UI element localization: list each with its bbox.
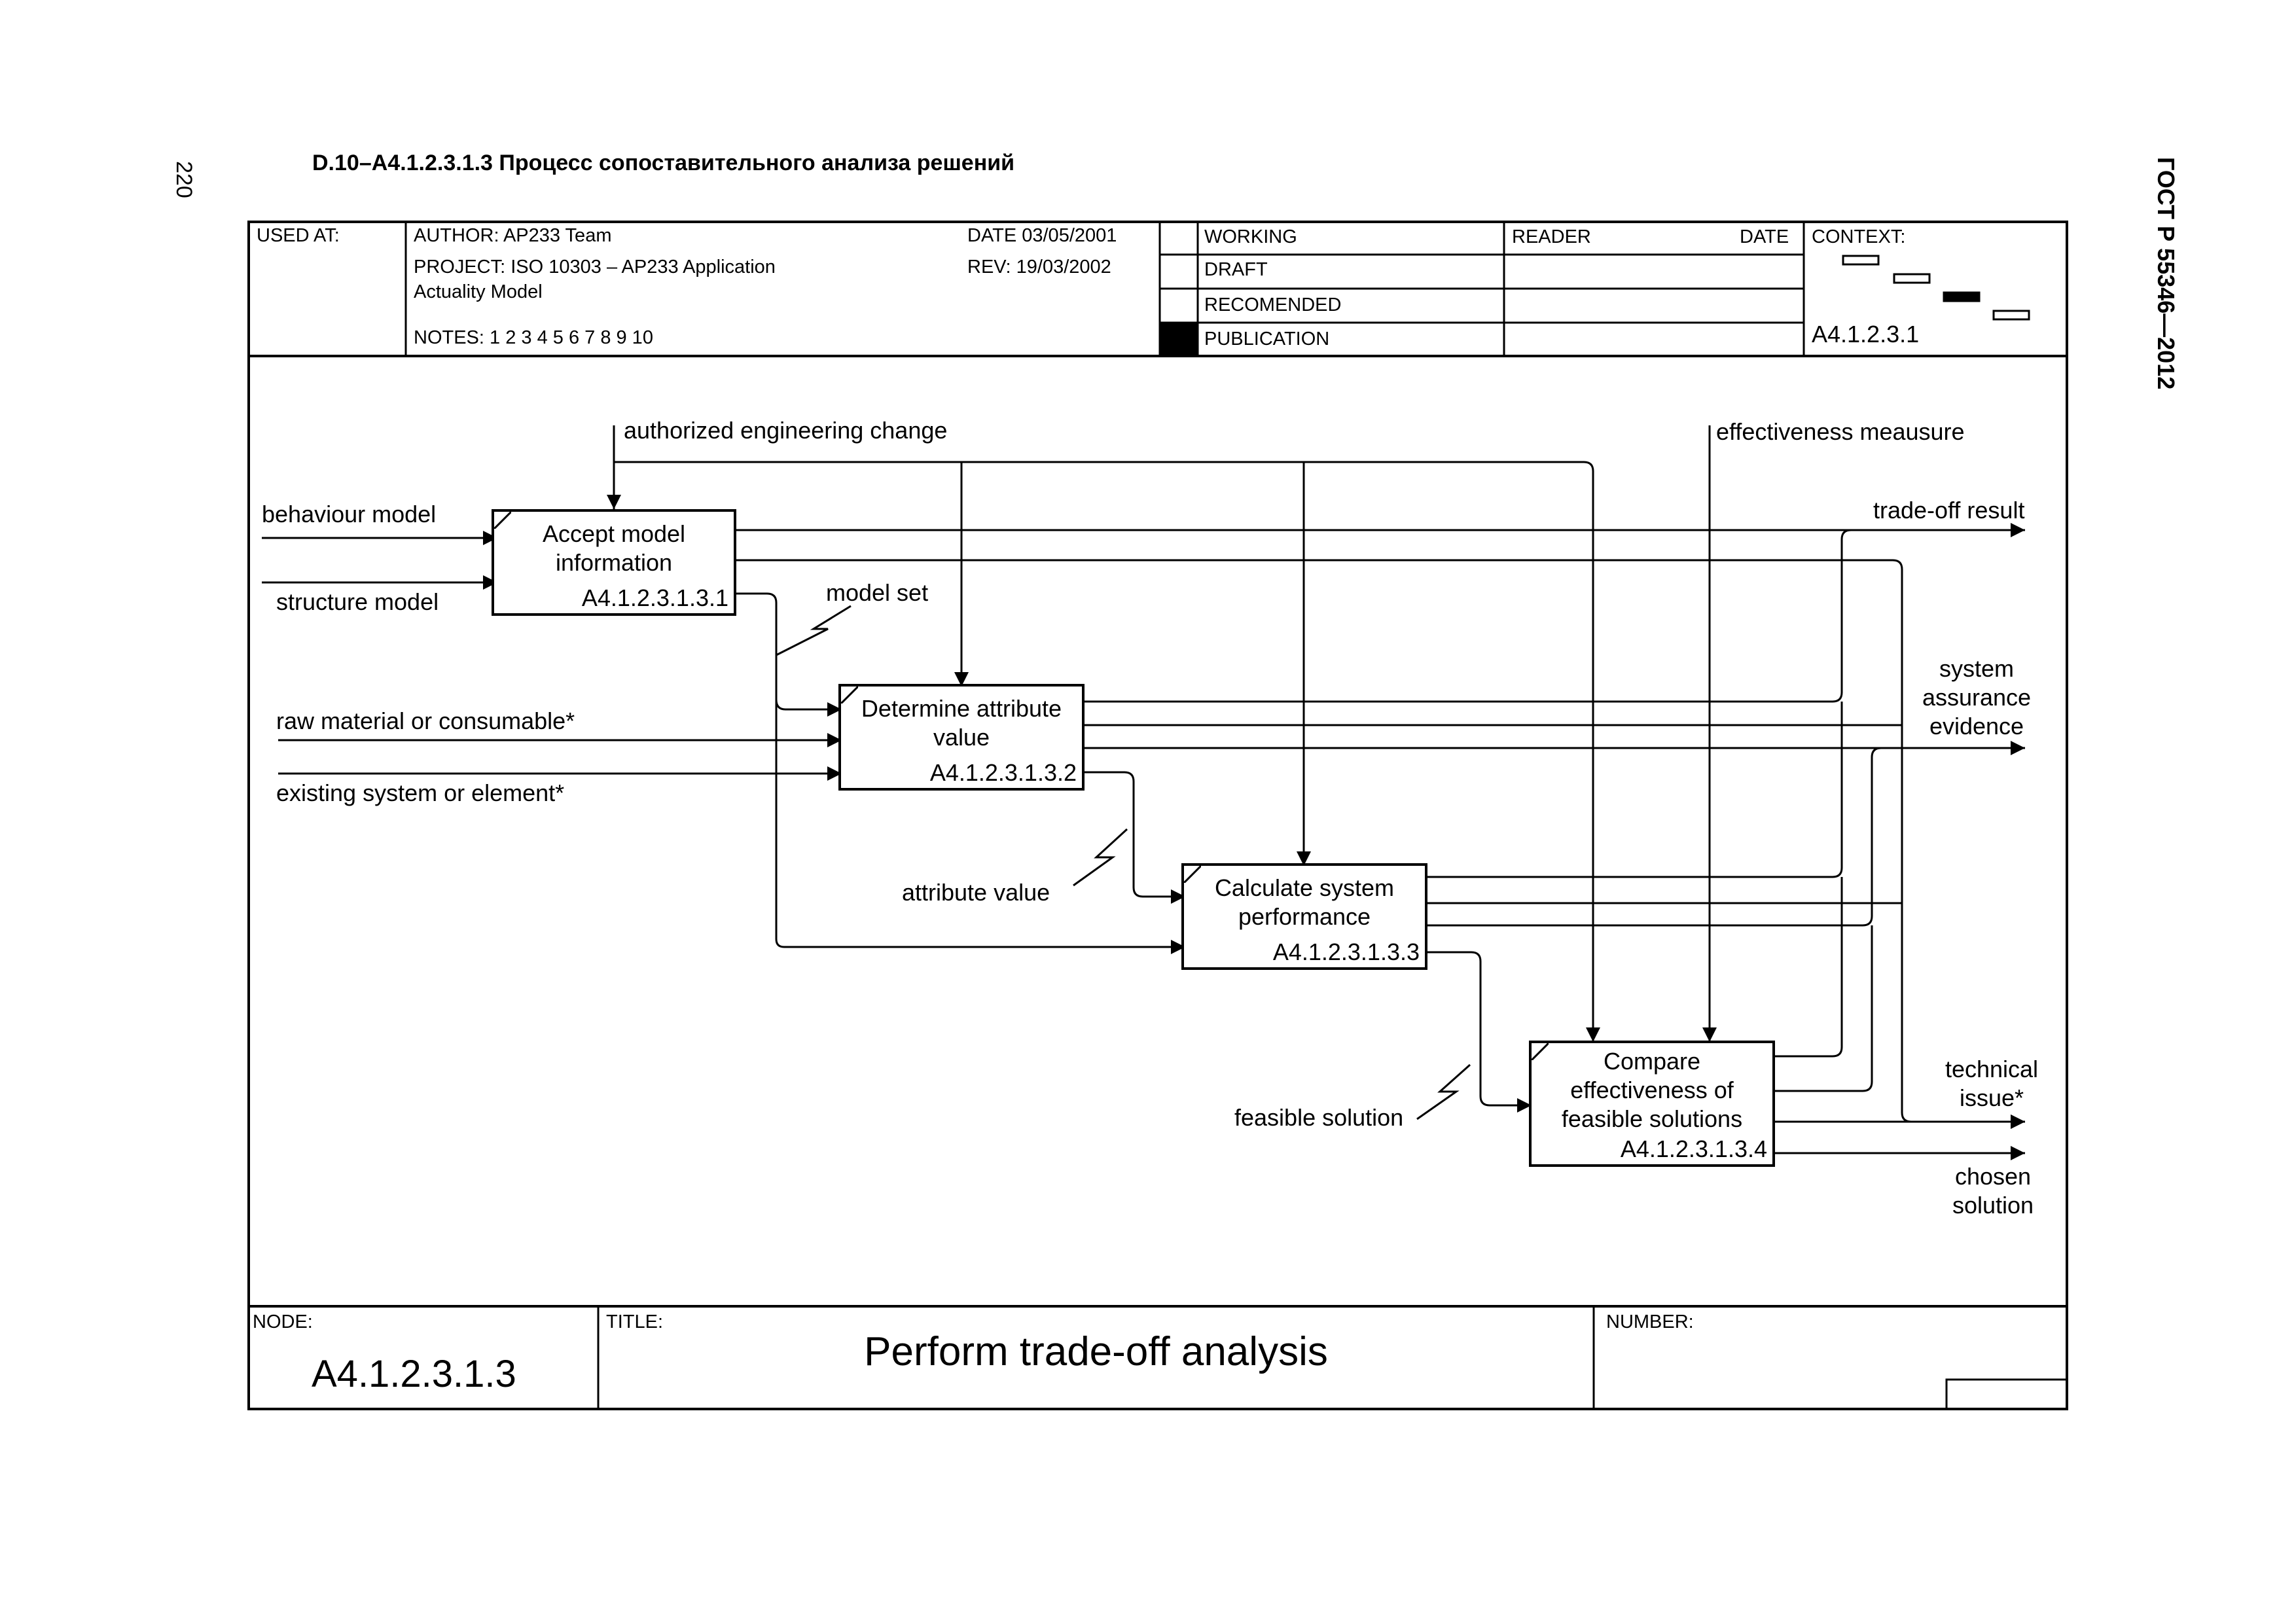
arrow-label-existing-system: existing system or element* (276, 779, 565, 806)
project-field: PROJECT: ISO 10303 – AP233 Application (414, 257, 776, 277)
page-heading: D.10–A4.1.2.3.1.3 Процесс сопоставительн… (312, 151, 1015, 175)
context-node: A4.1.2.3.1 (1812, 321, 1920, 348)
header-grid (247, 221, 2068, 1410)
connectors (262, 425, 2025, 1160)
node-value: A4.1.2.3.1.3 (312, 1353, 516, 1395)
activity-box-3: Calculate system performance A4.1.2.3.1.… (1181, 863, 1427, 970)
reader-date-label: DATE (1740, 226, 1789, 247)
activity-box-1: Accept model information A4.1.2.3.1.3.1 (492, 509, 736, 616)
reader-label: READER (1512, 226, 1591, 247)
status-working: WORKING (1204, 226, 1297, 247)
rev-field: REV: 19/03/2002 (967, 257, 1111, 277)
context-label: CONTEXT: (1812, 226, 1906, 247)
diagram-frame (247, 221, 2068, 1410)
arrow-label-system-assurance: system assurance evidence (1922, 655, 2032, 740)
activity-label: Compare effectiveness of feasible soluti… (1561, 1048, 1743, 1132)
date-field: DATE 03/05/2001 (967, 225, 1117, 246)
box-corner-mark (494, 512, 511, 529)
status-publication: PUBLICATION (1204, 329, 1330, 349)
activity-code: A4.1.2.3.1.3.1 (581, 584, 728, 611)
arrow-label-attribute-value: attribute value (902, 879, 1050, 906)
notes-field: NOTES: 1 2 3 4 5 6 7 8 9 10 (414, 327, 653, 348)
used-at-label: USED AT: (257, 225, 340, 246)
publication-marker (1160, 323, 1198, 356)
arrow-label-authorized-change: authorized engineering change (624, 417, 948, 444)
arrow-label-structure-model: structure model (276, 588, 439, 615)
box-corner-mark (1184, 866, 1201, 883)
activity-code: A4.1.2.3.1.3.3 (1272, 938, 1420, 965)
project-field-cont: Actuality Model (414, 281, 543, 302)
arrow-label-technical-issue: technical issue* (1945, 1056, 2039, 1111)
arrow-label-model-set: model set (826, 579, 929, 606)
activity-code: A4.1.2.3.1.3.4 (1620, 1135, 1767, 1162)
box-corner-mark (1532, 1043, 1549, 1060)
author-field: AUTHOR: AP233 Team (414, 225, 612, 246)
activity-code: A4.1.2.3.1.3.2 (929, 759, 1077, 786)
diagram-title: Perform trade-off analysis (864, 1329, 1328, 1374)
arrow-label-chosen-solution: chosen solution (1952, 1163, 2034, 1219)
arrow-label-raw-material: raw material or consumable* (276, 707, 575, 734)
number-label: NUMBER: (1606, 1311, 1694, 1332)
activity-label: Calculate system performance (1214, 874, 1395, 930)
status-draft: DRAFT (1204, 259, 1268, 280)
node-label: NODE: (253, 1311, 313, 1332)
arrow-label-trade-off-result: trade-off result (1873, 497, 2025, 524)
context-diagram (1842, 255, 2030, 321)
activity-label: Accept model information (542, 520, 686, 576)
activity-box-4: Compare effectiveness of feasible soluti… (1529, 1041, 1775, 1167)
box-corner-mark (841, 687, 858, 704)
status-recommended: RECOMENDED (1204, 294, 1342, 315)
title-label: TITLE: (606, 1311, 664, 1332)
arrow-label-behaviour-model: behaviour model (262, 501, 437, 527)
arrow-label-effectiveness-measure: effectiveness meausure (1716, 418, 1965, 445)
activity-box-2: Determine attribute value A4.1.2.3.1.3.2 (838, 684, 1085, 791)
activity-label: Determine attribute value (861, 695, 1062, 751)
arrow-label-feasible-solution: feasible solution (1234, 1104, 1404, 1131)
